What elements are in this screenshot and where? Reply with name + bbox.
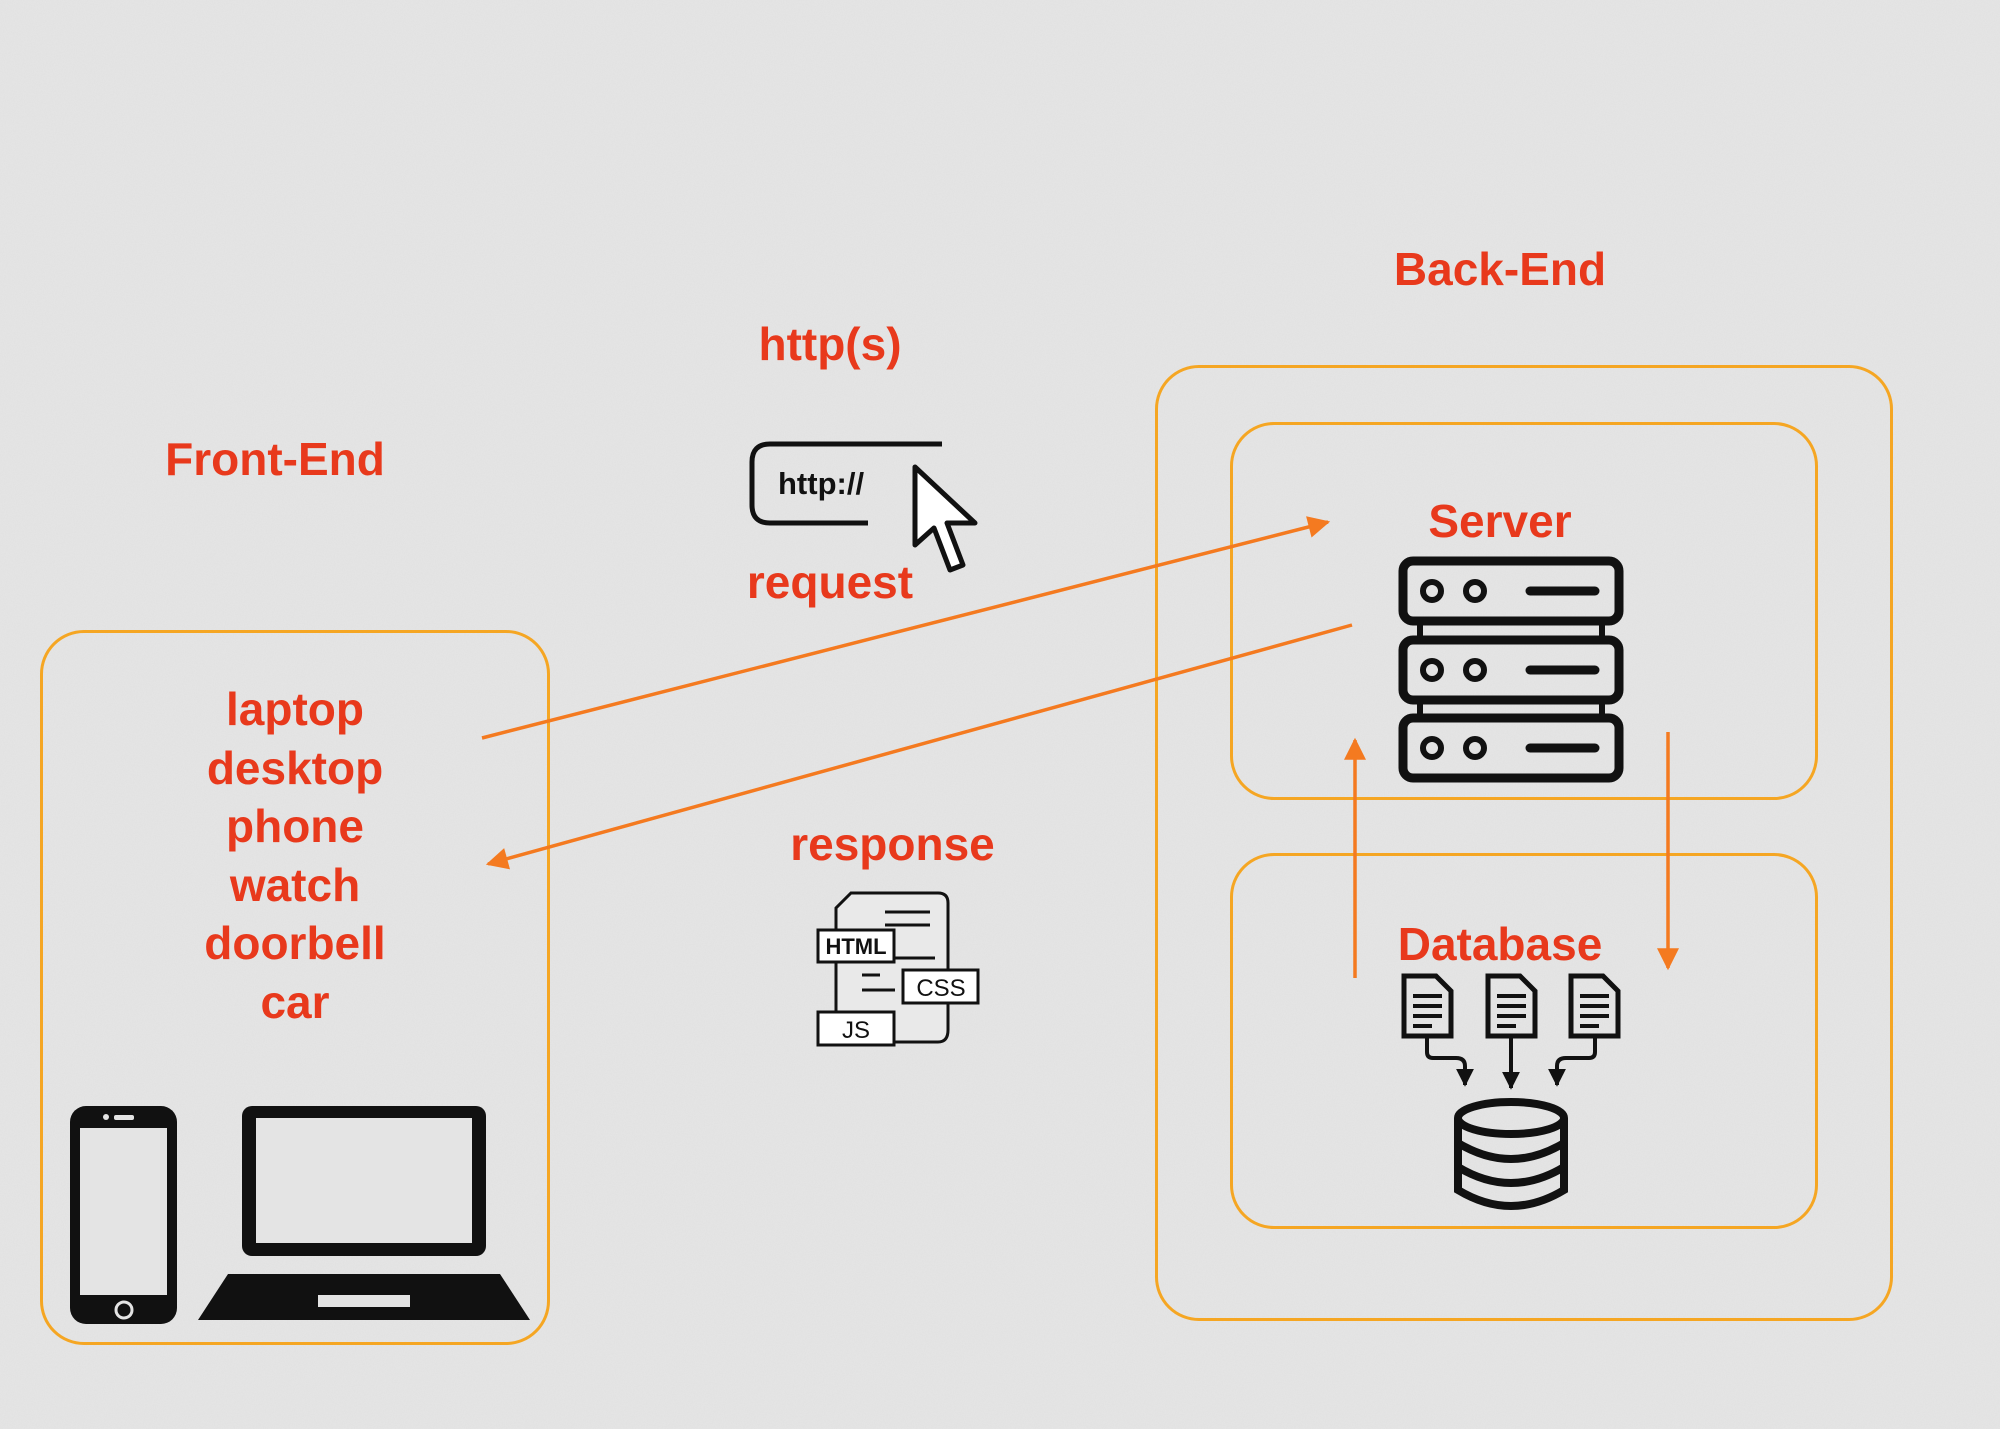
device-item-laptop: laptop [226, 683, 364, 735]
protocol-title: http(s) [758, 318, 902, 370]
device-item-phone: phone [226, 800, 364, 852]
device-item-car: car [260, 975, 330, 1028]
database-label: Database [1397, 918, 1603, 970]
device-list: laptop desktop phone watch doorbell car [140, 680, 450, 1031]
device-item-doorbell: doorbell [204, 917, 386, 969]
device-item-watch: watch [229, 858, 361, 911]
database-box [1230, 853, 1818, 1229]
backend-title: Back-End [1393, 243, 1607, 295]
url-bar-icon: http:// [749, 441, 942, 526]
laptop-icon [198, 1106, 530, 1320]
frontend-box [40, 630, 550, 1345]
url-text: http:// [778, 466, 864, 501]
backend-box [1155, 365, 1893, 1321]
cursor-icon [912, 464, 978, 573]
response-label: response [790, 818, 995, 870]
server-label: Server [1428, 495, 1572, 547]
web-files-icon [816, 891, 980, 1047]
phone-icon [70, 1106, 177, 1324]
css-tag: CSS [916, 975, 965, 1002]
device-item-desktop: desktop [206, 741, 384, 794]
server-rack-icon [1398, 556, 1624, 783]
request-arrow [481, 516, 1331, 740]
server-box [1230, 422, 1818, 800]
request-label: request [746, 556, 914, 608]
document-icon [1401, 973, 1621, 1039]
database-icon [1454, 1098, 1568, 1210]
html-tag: HTML [825, 934, 886, 959]
response-arrow [485, 623, 1353, 870]
frontend-title: Front-End [165, 433, 385, 485]
document-flow-arrows [1425, 1038, 1597, 1090]
js-tag: JS [842, 1017, 870, 1044]
